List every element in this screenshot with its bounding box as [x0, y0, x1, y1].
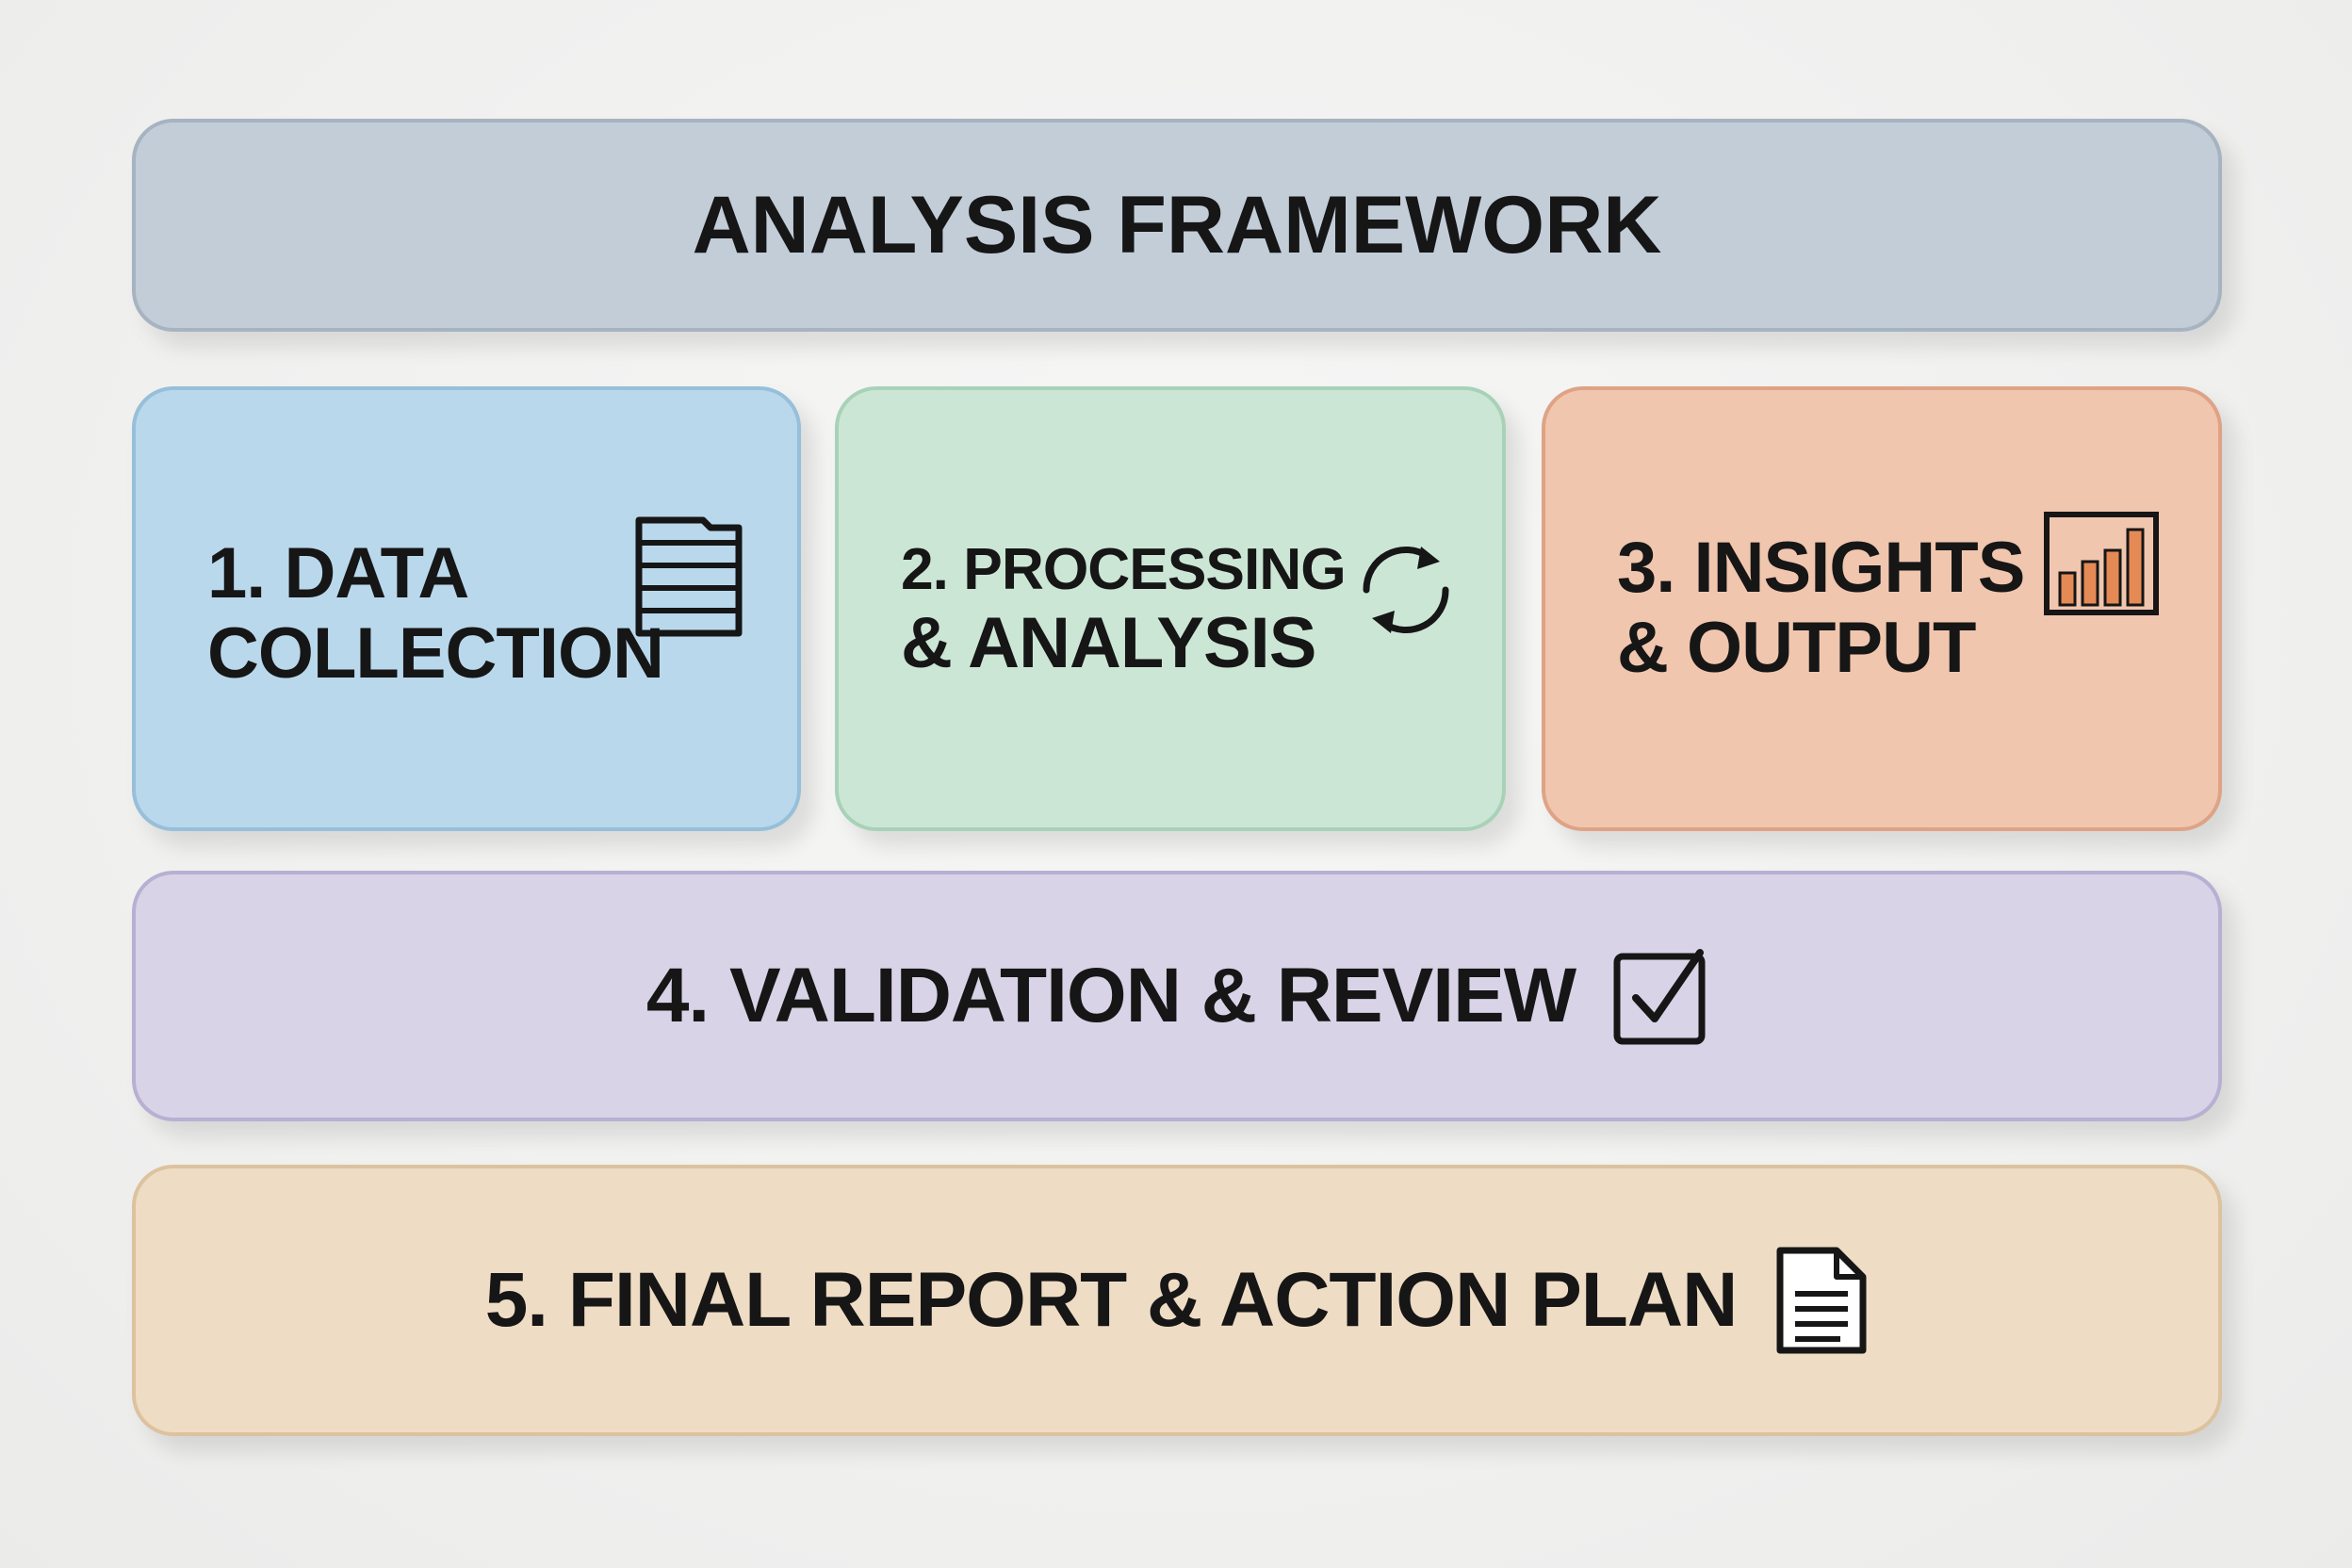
data-table-icon: [633, 514, 744, 639]
validation-review-label: 4. VALIDATION & REVIEW: [645, 953, 1576, 1039]
framework-title-box: ANALYSIS FRAMEWORK: [132, 119, 2222, 332]
validation-review-box: 4. VALIDATION & REVIEW: [132, 871, 2222, 1121]
phase-label-line-2: COLLECTION: [207, 613, 664, 694]
final-report-box: 5. FINAL REPORT & ACTION PLAN: [132, 1165, 2222, 1436]
phase-data-collection-label: 1. DATA COLLECTION: [207, 533, 664, 694]
phase-label-line-2: & OUTPUT: [1617, 608, 1976, 689]
phase-label-line-2: & ANALYSIS: [901, 602, 1316, 683]
bar-chart-icon: [2043, 511, 2160, 616]
phase-insights-box: 3. INSIGHTS & OUTPUT: [1542, 386, 2222, 831]
refresh-cycle-icon: [1353, 537, 1459, 643]
phase-insights-label: 3. INSIGHTS & OUTPUT: [1617, 528, 2025, 689]
phase-data-collection-box: 1. DATA COLLECTION: [132, 386, 801, 831]
framework-title: ANALYSIS FRAMEWORK: [692, 179, 1662, 270]
checkbox-checked-icon: [1613, 947, 1707, 1045]
phase-label-line-1: 2. PROCESSING: [901, 537, 1347, 602]
final-report-label: 5. FINAL REPORT & ACTION PLAN: [484, 1257, 1739, 1344]
phase-processing-box: 2. PROCESSING & ANALYSIS: [835, 386, 1506, 831]
phase-label-line-1: 1. DATA: [207, 533, 469, 613]
document-icon: [1774, 1245, 1869, 1356]
phase-processing-label: 2. PROCESSING & ANALYSIS: [901, 537, 1347, 683]
phase-label-line-1: 3. INSIGHTS: [1617, 528, 2025, 608]
